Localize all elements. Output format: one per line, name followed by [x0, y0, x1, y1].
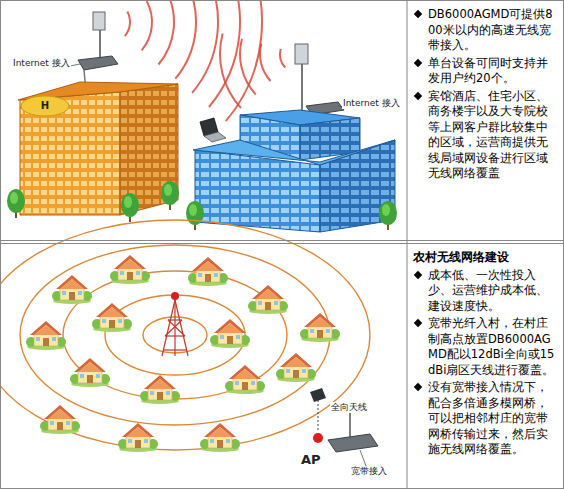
text-row: 宾馆酒店、住宅小区、商务楼宇以及大专院校等上网客户群比较集中的区域，运营商提供无…	[413, 89, 559, 182]
bullet-mark	[414, 270, 422, 278]
bullet-text: 成本低、一次性投入少、运营维护成本低、建设速度快。	[428, 268, 559, 315]
callout-label: AP	[300, 452, 322, 467]
bullet-mark	[414, 58, 422, 66]
callout-label: 全向天线	[330, 402, 368, 413]
callout-label: Internet 接入	[12, 58, 71, 69]
bullet-mark	[414, 10, 422, 18]
heading-text: 农村无线网络建设	[413, 250, 559, 266]
bullet-mark	[414, 91, 422, 99]
callout-label: H	[40, 100, 50, 112]
text-cell: DB6000AGMD可提供800米以内的高速无线宽带接入。单台设备可同时支持并发…	[408, 2, 564, 189]
text-row: DB6000AGMD可提供800米以内的高速无线宽带接入。	[413, 7, 559, 54]
bullet-text: 没有宽带接入情况下，配合多倍通多模网桥，可以把相邻村庄的宽带网桥传输过来，然后实…	[428, 380, 559, 458]
bullet-text: 单台设备可同时支持并发用户约20个。	[428, 56, 559, 87]
text-row: 没有宽带接入情况下，配合多倍通多模网桥，可以把相邻村庄的宽带网桥传输过来，然后实…	[413, 380, 559, 458]
callout-label: Internet 接入	[342, 98, 401, 109]
callout-label: 宽带接入	[350, 466, 388, 477]
bullet-text: 宾馆酒店、住宅小区、商务楼宇以及大专院校等上网客户群比较集中的区域，运营商提供无…	[428, 89, 559, 182]
text-row: 成本低、一次性投入少、运营维护成本低、建设速度快。	[413, 268, 559, 315]
text-row: 农村无线网络建设	[413, 250, 559, 266]
bullet-text: DB6000AGMD可提供800米以内的高速无线宽带接入。	[428, 7, 559, 54]
text-row: 宽带光纤入村，在村庄制高点放置DB6000AGMD配以12dBi全向或15dBi…	[413, 316, 559, 378]
text-row: 单台设备可同时支持并发用户约20个。	[413, 56, 559, 87]
bullet-text: 宽带光纤入村，在村庄制高点放置DB6000AGMD配以12dBi全向或15dBi…	[428, 316, 559, 378]
text-cell: 农村无线网络建设成本低、一次性投入少、运营维护成本低、建设速度快。宽带光纤入村，…	[408, 245, 564, 465]
bullet-mark	[414, 383, 422, 391]
bullet-mark	[414, 319, 422, 327]
